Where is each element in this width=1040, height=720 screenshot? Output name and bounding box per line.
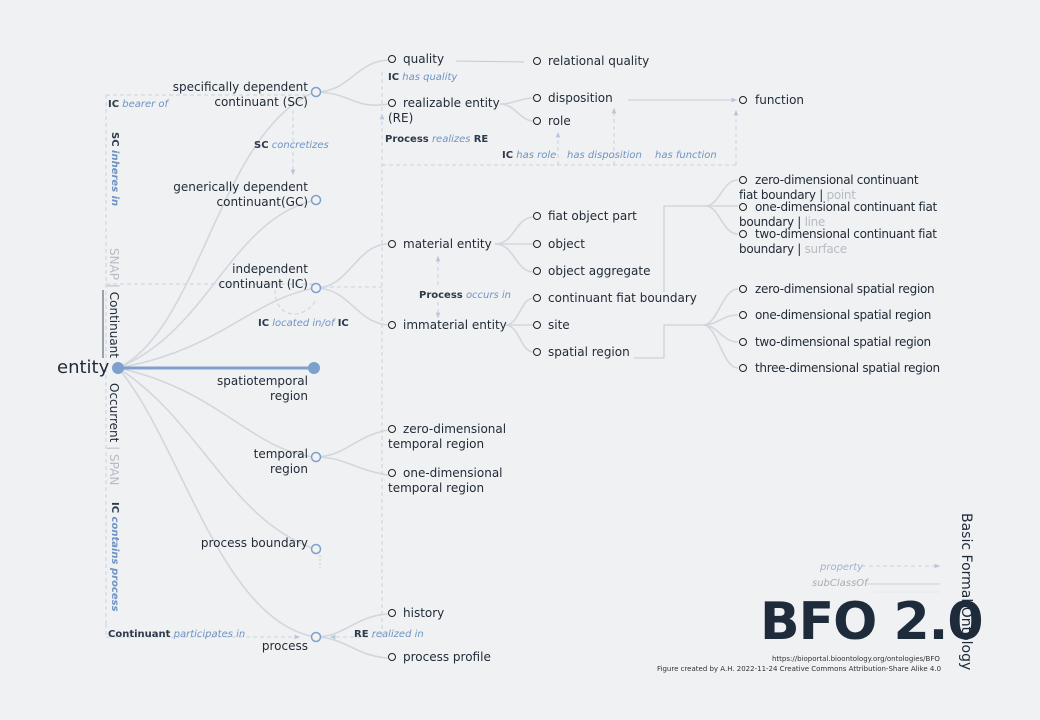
realizable-entity-node[interactable]: realizable entity (RE) — [388, 96, 500, 125]
continuant-participates-in-label: Continuant participates in — [108, 629, 246, 640]
ic-has-role-label: IC has role — [502, 150, 557, 161]
ic-has-quality-label: IC has quality — [388, 72, 458, 83]
material-entity-node[interactable]: material entity — [403, 237, 492, 251]
bullet-icon — [533, 267, 541, 275]
process-boundary-node[interactable]: process boundary — [200, 536, 308, 550]
two-dimensional-cfb-node[interactable]: two-dimensional continuant fiat boundary… — [739, 227, 937, 256]
object-node[interactable]: object — [548, 237, 585, 251]
continuant-fiat-boundary-node[interactable]: continuant fiat boundary — [548, 291, 697, 305]
bullet-icon — [739, 338, 747, 346]
bullet-icon — [739, 285, 747, 293]
process-realizes-re-label: Process realizes RE — [385, 134, 489, 145]
has-function-label: has function — [655, 150, 717, 161]
bullet-icon — [533, 348, 541, 356]
entity-node[interactable]: entity — [57, 357, 110, 378]
history-node[interactable]: history — [403, 606, 445, 620]
bullet-icon — [388, 99, 396, 107]
bullet-icon — [388, 55, 396, 63]
one-dimensional-cfb-node[interactable]: one-dimensional continuant fiat boundary… — [739, 200, 937, 229]
ic-contains-process-label: IC contains process — [109, 502, 120, 612]
one-dimensional-temporal-region-node[interactable]: one-dimensional temporal region — [388, 466, 503, 495]
three-dimensional-spatial-region-node[interactable]: three-dimensional spatial region — [755, 361, 940, 375]
relational-quality-node[interactable]: relational quality — [548, 54, 650, 68]
snap-continuant-axis-label: SNAP | Continuant — [107, 248, 121, 358]
spatiotemporal-region-node[interactable]: spatiotemporal region — [217, 374, 308, 403]
spatial-region-node[interactable]: spatial region — [548, 345, 630, 359]
bullet-icon — [533, 117, 541, 125]
bullet-icon — [533, 240, 541, 248]
has-disposition-label: has disposition — [567, 150, 642, 161]
site-node[interactable]: site — [548, 318, 570, 332]
temporal-region-node[interactable]: temporal region — [253, 447, 308, 476]
object-aggregate-node[interactable]: object aggregate — [548, 264, 651, 278]
function-node[interactable]: function — [755, 93, 805, 107]
bullet-icon — [739, 96, 747, 104]
bfo-logo: BFO 2.0 — [760, 592, 984, 652]
ic-located-in-label: IC located in/of IC — [258, 318, 349, 329]
ic-bearer-of-label: IC bearer of — [108, 99, 169, 110]
bullet-icon — [533, 57, 541, 65]
bullet-icon — [388, 425, 396, 433]
bullet-icon — [739, 311, 747, 319]
disposition-node[interactable]: disposition — [548, 91, 613, 105]
two-dimensional-spatial-region-node[interactable]: two-dimensional spatial region — [755, 335, 931, 349]
bullet-icon — [388, 609, 396, 617]
bullet-icon — [739, 203, 747, 211]
bullet-icon — [388, 240, 396, 248]
process-occurs-in-label: Process occurs in — [419, 290, 512, 301]
bullet-icon — [739, 176, 747, 184]
legend-subclass-label: subClassOf — [812, 578, 868, 589]
zero-dimensional-cfb-node[interactable]: zero-dimensional continuant fiat boundar… — [739, 173, 919, 202]
bullet-icon — [388, 653, 396, 661]
sc-inheres-in-label: SC inheres in — [109, 132, 120, 207]
one-dimensional-spatial-region-node[interactable]: one-dimensional spatial region — [755, 308, 932, 322]
process-profile-node[interactable]: process profile — [403, 650, 491, 664]
bullet-icon — [739, 230, 747, 238]
specifically-dependent-continuant-node[interactable]: specifically dependent continuant (SC) — [172, 80, 308, 109]
bullet-icon — [533, 321, 541, 329]
bullet-icon — [533, 294, 541, 302]
occurrent-span-axis-label: Occurrent | SPAN — [107, 383, 121, 486]
bfo-subtitle: Basic Formal Ontology — [958, 513, 974, 671]
bullet-icon — [388, 469, 396, 477]
bioportal-url[interactable]: https://bioportal.bioontology.org/ontolo… — [772, 655, 940, 663]
process-node[interactable]: process — [261, 639, 308, 653]
quality-node[interactable]: quality — [403, 52, 445, 66]
bullet-icon — [739, 364, 747, 372]
immaterial-entity-node[interactable]: immaterial entity — [403, 318, 507, 332]
legend-property-label: property — [820, 562, 864, 573]
role-node[interactable]: role — [548, 114, 571, 128]
bullet-icon — [388, 321, 396, 329]
zero-dimensional-spatial-region-node[interactable]: zero-dimensional spatial region — [755, 282, 935, 296]
zero-dimensional-temporal-region-node[interactable]: zero-dimensional temporal region — [388, 422, 507, 451]
sc-concretizes-label: SC concretizes — [254, 140, 329, 151]
independent-continuant-node[interactable]: independent continuant (IC) — [218, 262, 308, 291]
generically-dependent-continuant-node[interactable]: generically dependent continuant(GC) — [173, 180, 308, 209]
re-realized-in-label: RE realized in — [354, 629, 424, 640]
bullet-icon — [533, 94, 541, 102]
bullet-icon — [533, 212, 541, 220]
figure-credit: Figure created by A.H. 2022-11-24 Creati… — [657, 665, 942, 673]
fiat-object-part-node[interactable]: fiat object part — [548, 209, 637, 223]
